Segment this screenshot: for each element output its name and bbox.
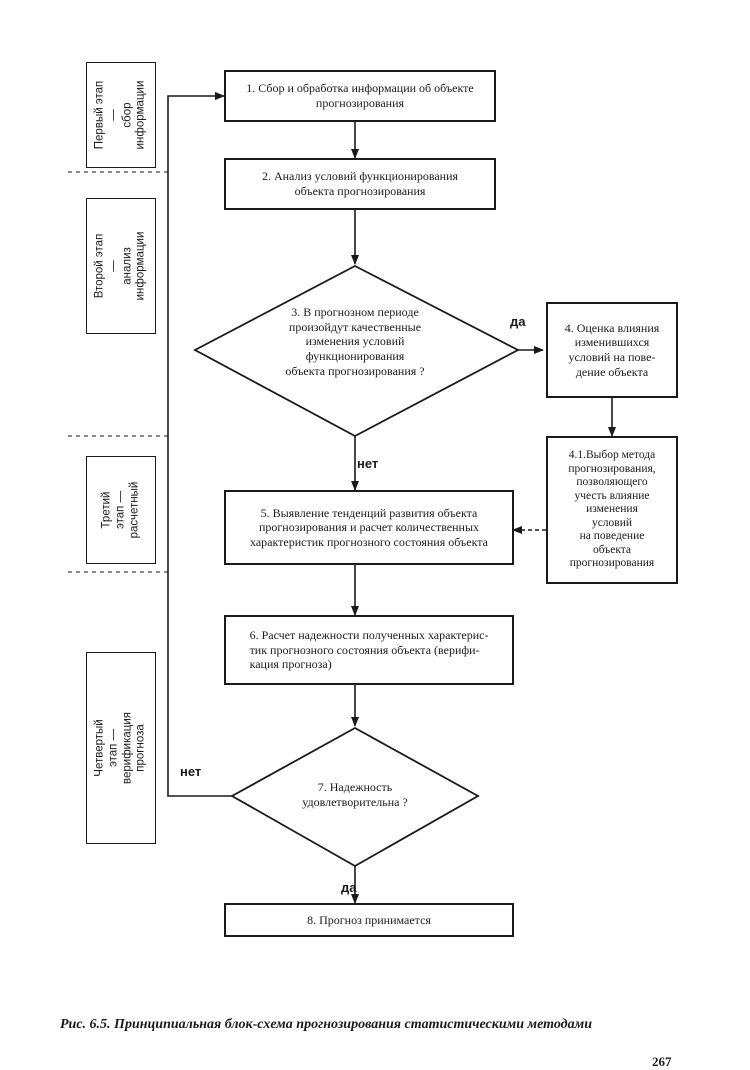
- stage-box-2: Второй этап — анализ информации: [86, 198, 156, 334]
- stage-label-4: Четвертый этап — верификация прогноза: [93, 712, 147, 784]
- step-1-box: 1. Сбор и обработка информации об объект…: [224, 70, 496, 122]
- step-4-box: 4. Оценка влияния изменившихся условий н…: [546, 302, 678, 398]
- label-yes-7: да: [341, 880, 357, 895]
- step-2-box: 2. Анализ условий функционирования объек…: [224, 158, 496, 210]
- label-no-3: нет: [357, 456, 379, 471]
- stage-label-2: Второй этап — анализ информации: [93, 231, 147, 301]
- stage-box-4: Четвертый этап — верификация прогноза: [86, 652, 156, 844]
- arrow-7-1-loop: [167, 92, 232, 797]
- step-6-box: 6. Расчет надежности полученных характер…: [224, 615, 514, 685]
- stage-box-1: Первый этап — сбор информации: [86, 62, 156, 168]
- stage-label-3: Третий этап — расчетный: [100, 481, 140, 539]
- figure-caption: Рис. 6.5. Принципиальная блок-схема прог…: [60, 1017, 592, 1032]
- page-number: 267: [652, 1054, 672, 1069]
- stage-label-1: Первый этап — сбор информации: [93, 80, 147, 150]
- step-4-1-box: 4.1.Выбор метода прогнозирования, позвол…: [546, 436, 678, 584]
- label-yes-3: да: [510, 314, 526, 329]
- step-5-box: 5. Выявление тенденций развития объекта …: [224, 490, 514, 565]
- step-8-box: 8. Прогноз принимается: [224, 903, 514, 937]
- label-no-7: нет: [180, 764, 202, 779]
- stage-box-3: Третий этап — расчетный: [86, 456, 156, 564]
- step-3-question: 3. В прогнозном периоде произойдут качес…: [285, 305, 425, 378]
- step-7-question: 7. Надежность удовлетворительна ?: [302, 780, 408, 809]
